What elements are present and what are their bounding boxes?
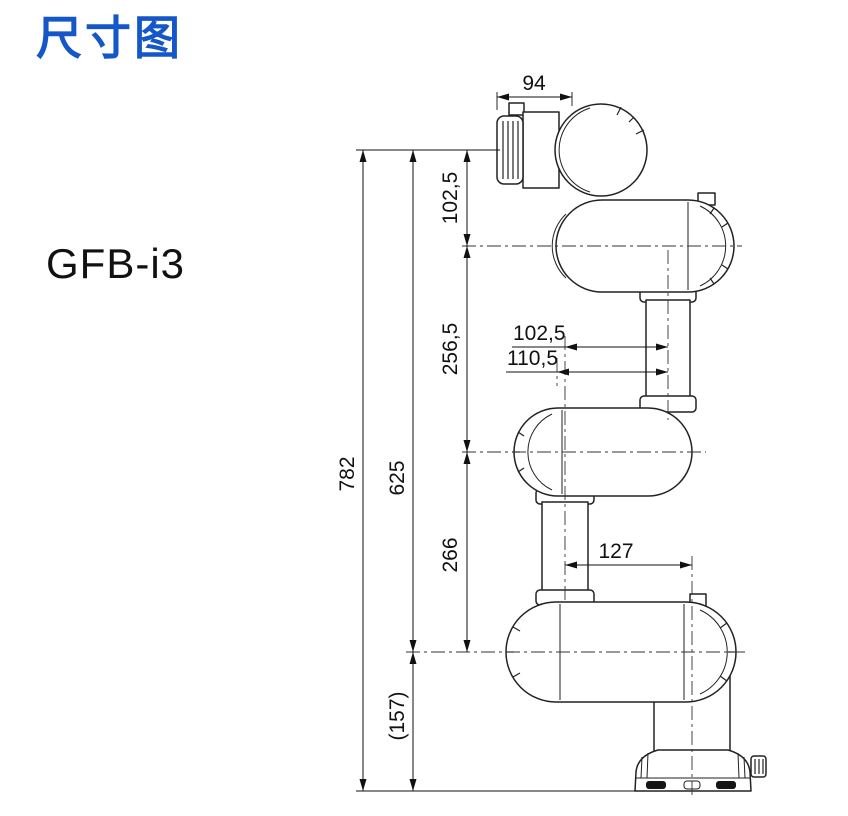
model-name-label: GFB-i3 — [46, 240, 186, 287]
dim-base-height: (157) — [386, 652, 417, 791]
dim-label-base-height: (157) — [386, 691, 409, 740]
dim-flange-width: 94 — [497, 72, 572, 101]
dim-flange-to-wrist2: 102,5 — [439, 150, 471, 246]
dim-label-wrist2-to-elbow: 256,5 — [439, 323, 462, 376]
dim-label-upperarm-offset: 102,5 — [513, 322, 566, 345]
dim-label-flange-to-wrist2: 102,5 — [439, 172, 462, 225]
dim-label-elbow-to-shoulder: 266 — [439, 537, 462, 572]
dim-label-wrist-offset: 110,5 — [507, 347, 558, 370]
dim-total-height: 782 — [336, 150, 367, 791]
dim-elbow-to-shoulder: 266 — [439, 452, 471, 652]
dim-label-forearm-base-offset: 127 — [598, 540, 633, 563]
dim-label-flange-width: 94 — [522, 72, 546, 95]
robot-arm-figure — [496, 102, 767, 792]
centerlines — [406, 245, 748, 795]
wrist-flange-assembly — [496, 102, 648, 197]
wrist-joint — [554, 103, 648, 197]
dim-forearm-base-offset: 127 — [565, 540, 692, 569]
base-connector-knob — [750, 755, 767, 778]
dim-label-total-height: 782 — [336, 456, 359, 491]
dim-upperarm-offset: 102,5 — [512, 322, 668, 351]
flange-top-tab — [508, 102, 525, 116]
tool-flange-cap — [496, 115, 524, 185]
base-slot-right — [716, 781, 736, 789]
wrist2-joint-assembly — [551, 192, 735, 293]
dim-label-flange-to-shoulder: 625 — [386, 460, 409, 495]
dim-wrist2-to-elbow: 256,5 — [439, 246, 471, 452]
page-title: 尺寸图 — [36, 12, 183, 64]
shoulder-assembly — [505, 593, 737, 703]
dim-wrist-offset: 110,5 — [506, 347, 668, 376]
base-assembly — [634, 749, 767, 792]
dim-flange-to-shoulder: 625 — [386, 150, 417, 652]
base-slot-left — [646, 781, 666, 789]
